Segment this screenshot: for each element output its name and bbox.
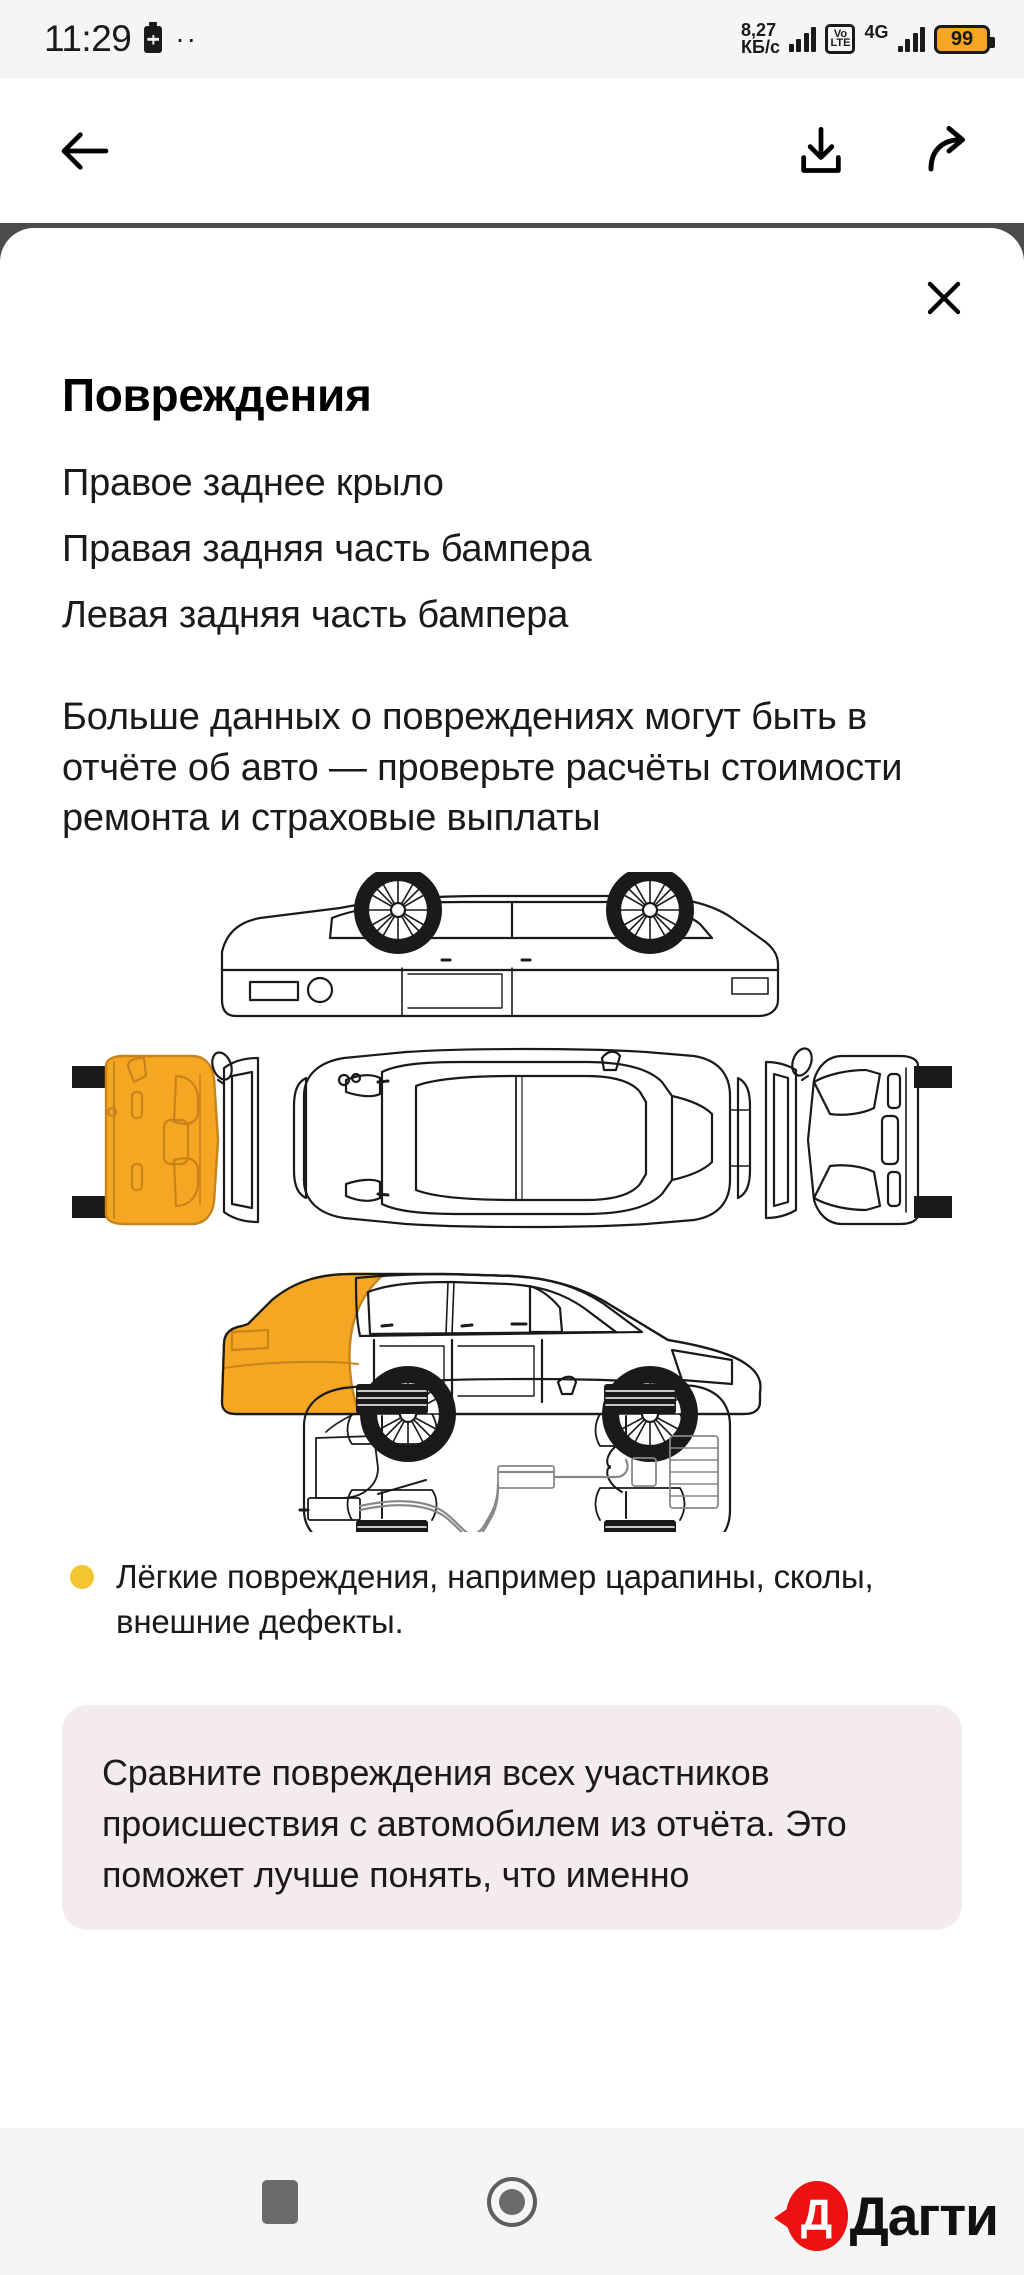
- battery-percent-label: 99: [950, 27, 974, 50]
- recents-button[interactable]: [164, 2179, 396, 2224]
- close-x-icon: [927, 281, 961, 315]
- list-item: Левая задняя часть бампера: [62, 594, 569, 636]
- back-button[interactable]: [52, 118, 118, 184]
- rear-view-highlighted: [72, 1050, 260, 1225]
- signal-bars-sim2-icon: [897, 26, 925, 52]
- download-icon: [801, 126, 841, 173]
- top-view: [292, 1047, 752, 1228]
- volte-label-top: Vo: [833, 27, 848, 40]
- watermark: Д Дагти: [773, 2181, 999, 2251]
- status-bar-right: 8,27 КБ/с Vo LTE 4G 99: [741, 19, 995, 57]
- notification-dots-icon: ··: [175, 23, 199, 55]
- report-hint-paragraph: Больше данных о повреждениях могут быть …: [62, 696, 903, 840]
- underbody-view: [298, 1375, 732, 1532]
- signal-bars-sim1-icon: [788, 26, 817, 52]
- sheet-content: Повреждения Правое заднее крыло Правая з…: [0, 368, 1024, 1930]
- legend-label: Лёгкие повреждения, например царапины, с…: [116, 1557, 874, 1641]
- severity-legend: Лёгкие повреждения, например царапины, с…: [62, 1554, 962, 1645]
- home-button[interactable]: [396, 2176, 628, 2227]
- damages-bottom-sheet: Повреждения Правое заднее крыло Правая з…: [0, 228, 1024, 2128]
- compare-info-card: Сравните повреждения всех участников про…: [62, 1704, 962, 1930]
- volte-icon: Vo LTE: [825, 24, 856, 54]
- download-button[interactable]: [788, 118, 854, 184]
- app-top-bar: [0, 78, 1024, 223]
- top-bar-actions: [788, 118, 982, 184]
- share-forward-icon: [928, 125, 965, 171]
- car-views-svg: [72, 871, 952, 1532]
- right-side-view-highlighted: [220, 1272, 762, 1462]
- arrow-left-icon: [61, 131, 109, 170]
- recents-square-icon: [262, 2179, 298, 2224]
- list-item: Правая задняя часть бампера: [62, 528, 592, 570]
- network-type-label: 4G: [864, 21, 889, 42]
- share-button[interactable]: [916, 118, 982, 184]
- page-title: Повреждения: [62, 369, 372, 421]
- system-nav-bar: [0, 2128, 1024, 2275]
- status-bar-clock: 11:29: [44, 18, 132, 59]
- status-bar: 11:29 ·· 8,27 КБ/с Vo LTE 4G 99: [0, 0, 1024, 78]
- left-side-view: [220, 871, 780, 1017]
- battery-plus-icon: [144, 21, 163, 53]
- home-circle-icon: [487, 2176, 537, 2227]
- network-speed-unit: КБ/с: [741, 37, 780, 57]
- legend-dot-icon: [70, 1564, 94, 1589]
- volte-label-bottom: LTE: [830, 37, 851, 49]
- close-sheet-button[interactable]: [904, 258, 984, 338]
- network-speed-indicator: 8,27 КБ/с: [741, 19, 780, 57]
- network-speed-value: 8,27: [741, 19, 777, 40]
- status-bar-left: 11:29 ··: [44, 18, 198, 60]
- compare-info-text: Сравните повреждения всех участников про…: [102, 1751, 847, 1895]
- front-view: [764, 1046, 952, 1225]
- list-item: Правое заднее крыло: [62, 462, 444, 504]
- watermark-badge-icon: Д: [773, 2181, 848, 2251]
- damage-list: Правое заднее крыло Правая задняя часть …: [62, 450, 962, 648]
- watermark-text: Дагти: [849, 2185, 999, 2247]
- watermark-badge-letter: Д: [800, 2191, 833, 2240]
- battery-indicator: 99: [934, 24, 995, 54]
- car-damage-diagram: [62, 871, 962, 1532]
